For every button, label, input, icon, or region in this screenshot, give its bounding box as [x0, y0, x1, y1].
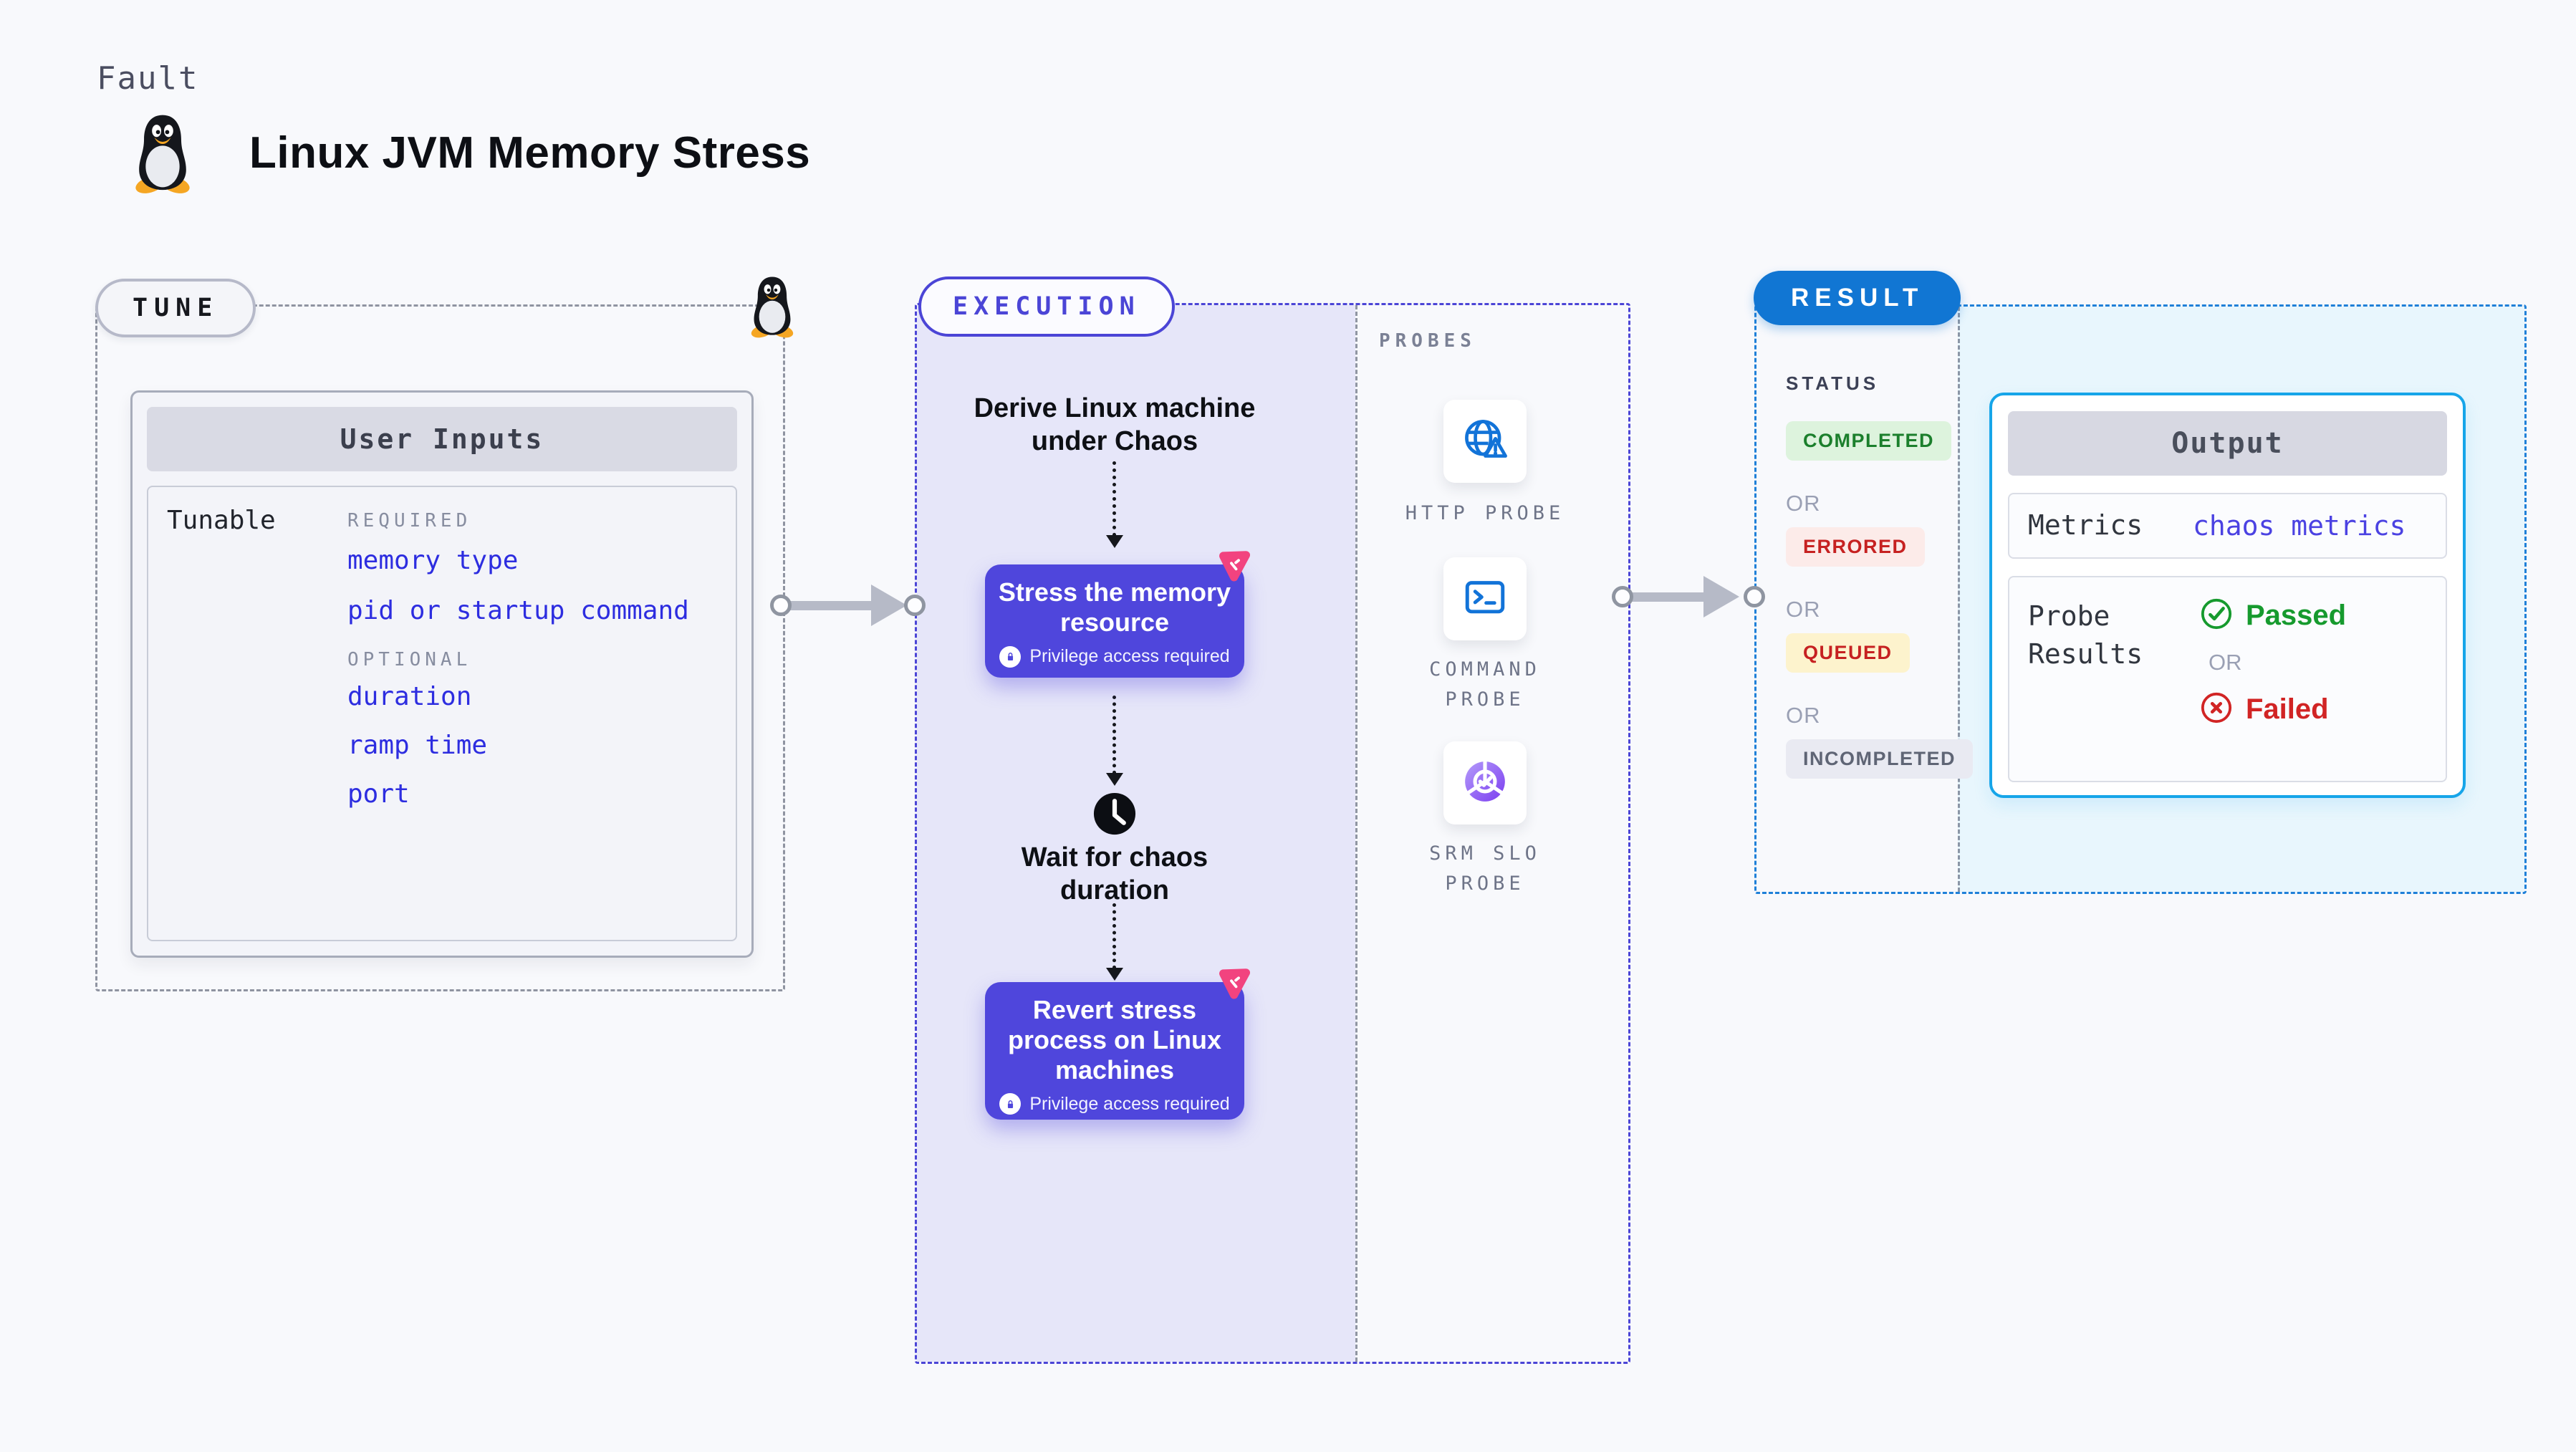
lock-icon [999, 645, 1022, 668]
lock-icon [999, 1093, 1022, 1115]
user-inputs-card: User Inputs Tunable REQUIRED memory type… [130, 390, 754, 958]
metrics-row: Metrics chaos metrics [2008, 493, 2447, 559]
privilege-badge-text: Privilege access required [1029, 646, 1230, 666]
step-stress-node: Stress the memory resource Privilege acc… [985, 564, 1244, 678]
chaos-fault-icon [1212, 544, 1254, 587]
step-stress-title: Stress the memory resource [998, 577, 1231, 637]
failed-line: Failed [2200, 691, 2346, 728]
probe-results-label: Probe Results [2028, 600, 2143, 670]
input-pid-or-startup-command: pid or startup command [347, 596, 689, 625]
command-probe-label: COMMAND PROBE [1429, 658, 1541, 711]
status-badge-queued: QUEUED [1786, 633, 1910, 673]
command-probe-card [1443, 557, 1527, 640]
result-pill: RESULT [1754, 271, 1961, 325]
http-probe-card [1443, 400, 1527, 483]
passed-label: Passed [2246, 600, 2347, 631]
or-label: OR [1786, 491, 1821, 516]
privilege-badge: Privilege access required [998, 1093, 1231, 1115]
step-wait-label: Wait for chaos duration [1021, 842, 1208, 905]
privilege-badge: Privilege access required [998, 645, 1231, 668]
step-derive-label: Derive Linux machine under Chaos [974, 393, 1256, 456]
status-badge-errored: ERRORED [1786, 527, 1925, 567]
input-ramp-time: ramp time [347, 731, 488, 760]
output-card: Output Metrics chaos metrics Probe Resul… [1989, 393, 2466, 798]
output-title: Output [2008, 411, 2447, 476]
srm-slo-probe-label: SRM SLO PROBE [1429, 842, 1541, 895]
execution-to-result-connector [1623, 592, 1712, 602]
terminal-icon [1461, 574, 1509, 625]
check-circle-icon [2200, 597, 2233, 634]
execution-to-result-arrowhead [1703, 576, 1739, 617]
http-probe-label: HTTP PROBE [1405, 502, 1565, 524]
required-label: REQUIRED [347, 510, 472, 532]
tune-to-execution-arrowhead [871, 585, 907, 626]
connector-port-dot [770, 595, 792, 616]
probe-results-row: Probe Results Passed OR [2008, 576, 2447, 782]
execution-probes-divider [1355, 305, 1357, 1362]
metrics-label: Metrics [2028, 509, 2143, 542]
user-inputs-title: User Inputs [147, 407, 737, 471]
status-label: STATUS [1786, 372, 1880, 394]
flow-arrow-down [1106, 903, 1123, 981]
input-memory-type: memory type [347, 546, 519, 575]
flow-arrow-down [1106, 696, 1123, 786]
flow-arrow-down [1106, 461, 1123, 548]
optional-label: OPTIONAL [347, 649, 472, 670]
user-inputs-body: Tunable REQUIRED memory type pid or star… [147, 486, 737, 941]
tune-pill: TUNE [95, 279, 256, 337]
linux-tux-icon [128, 112, 198, 197]
input-port: port [347, 779, 410, 809]
clock-icon [1092, 792, 1137, 836]
step-revert-node: Revert stress process on Linux machines … [985, 982, 1244, 1120]
connector-port-dot [904, 595, 926, 616]
srm-slo-probe-card [1443, 741, 1527, 824]
privilege-badge-text: Privilege access required [1029, 1093, 1230, 1114]
failed-label: Failed [2246, 693, 2329, 725]
fault-kind-label: Fault [97, 60, 199, 97]
or-label: OR [1786, 703, 1821, 728]
slo-donut-icon [1461, 758, 1509, 809]
connector-port-dot [1744, 586, 1765, 607]
input-duration: duration [347, 682, 472, 711]
metrics-value: chaos metrics [2193, 510, 2406, 542]
x-circle-icon [2200, 691, 2233, 728]
execution-section: Derive Linux machine under Chaos Stress … [915, 303, 1630, 1364]
step-revert-title: Revert stress process on Linux machines [1007, 995, 1222, 1085]
passed-line: Passed [2200, 597, 2346, 634]
result-divider [1958, 307, 1960, 892]
linux-tux-small-icon [745, 274, 799, 340]
execution-pill: EXECUTION [918, 277, 1175, 337]
probes-label: PROBES [1379, 330, 1476, 352]
connector-port-dot [1612, 586, 1633, 607]
globe-alert-icon [1461, 416, 1509, 467]
execution-flow-background [917, 305, 1355, 1362]
chaos-fault-icon [1212, 962, 1254, 1004]
or-label: OR [1786, 597, 1821, 622]
status-badge-incompleted: INCOMPLETED [1786, 739, 1974, 779]
tunable-label: Tunable [167, 506, 276, 535]
page-title: Linux JVM Memory Stress [249, 128, 811, 178]
or-label: OR [2209, 650, 2242, 675]
tune-to-execution-connector [781, 601, 881, 610]
tune-section [95, 277, 795, 991]
status-badge-completed: COMPLETED [1786, 421, 1952, 461]
